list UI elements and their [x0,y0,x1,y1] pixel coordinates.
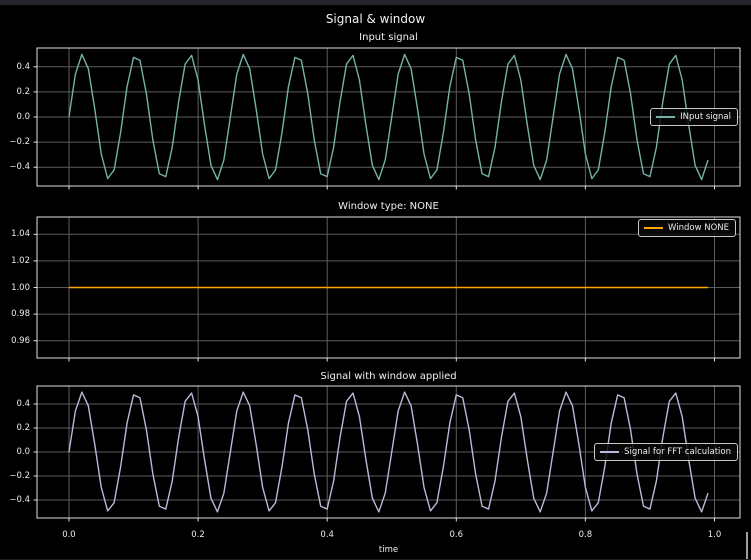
axes-frame [36,385,741,519]
subplot2-title: Window type: NONE [338,201,439,212]
series-line-1 [68,53,709,181]
legend-line-swatch [600,451,620,453]
legend-fft-signal: Signal for FFT calculation [594,443,738,461]
subplot-1-axes [33,47,741,190]
scrollbar-fragment[interactable] [746,532,748,559]
x-axis-label: time [378,545,399,555]
legend-line-swatch [644,227,663,229]
subplot1-title: Input signal [359,32,418,43]
figure-title: Signal & window [325,12,426,26]
subplot3-title: Signal with window applied [320,371,457,382]
legend-label: INput signal [680,112,731,122]
axes-frame [36,216,741,359]
subplot-2-axes [33,216,741,362]
window-top-bar [0,0,751,5]
legend-label: Window NONE [668,223,729,233]
legend-input-signal: INput signal [650,108,738,126]
legend-label: Signal for FFT calculation [624,447,731,457]
axes-frame [36,47,741,187]
legend-window-none: Window NONE [638,219,736,237]
series-line-3 [68,391,709,513]
legend-line-swatch [656,116,676,118]
